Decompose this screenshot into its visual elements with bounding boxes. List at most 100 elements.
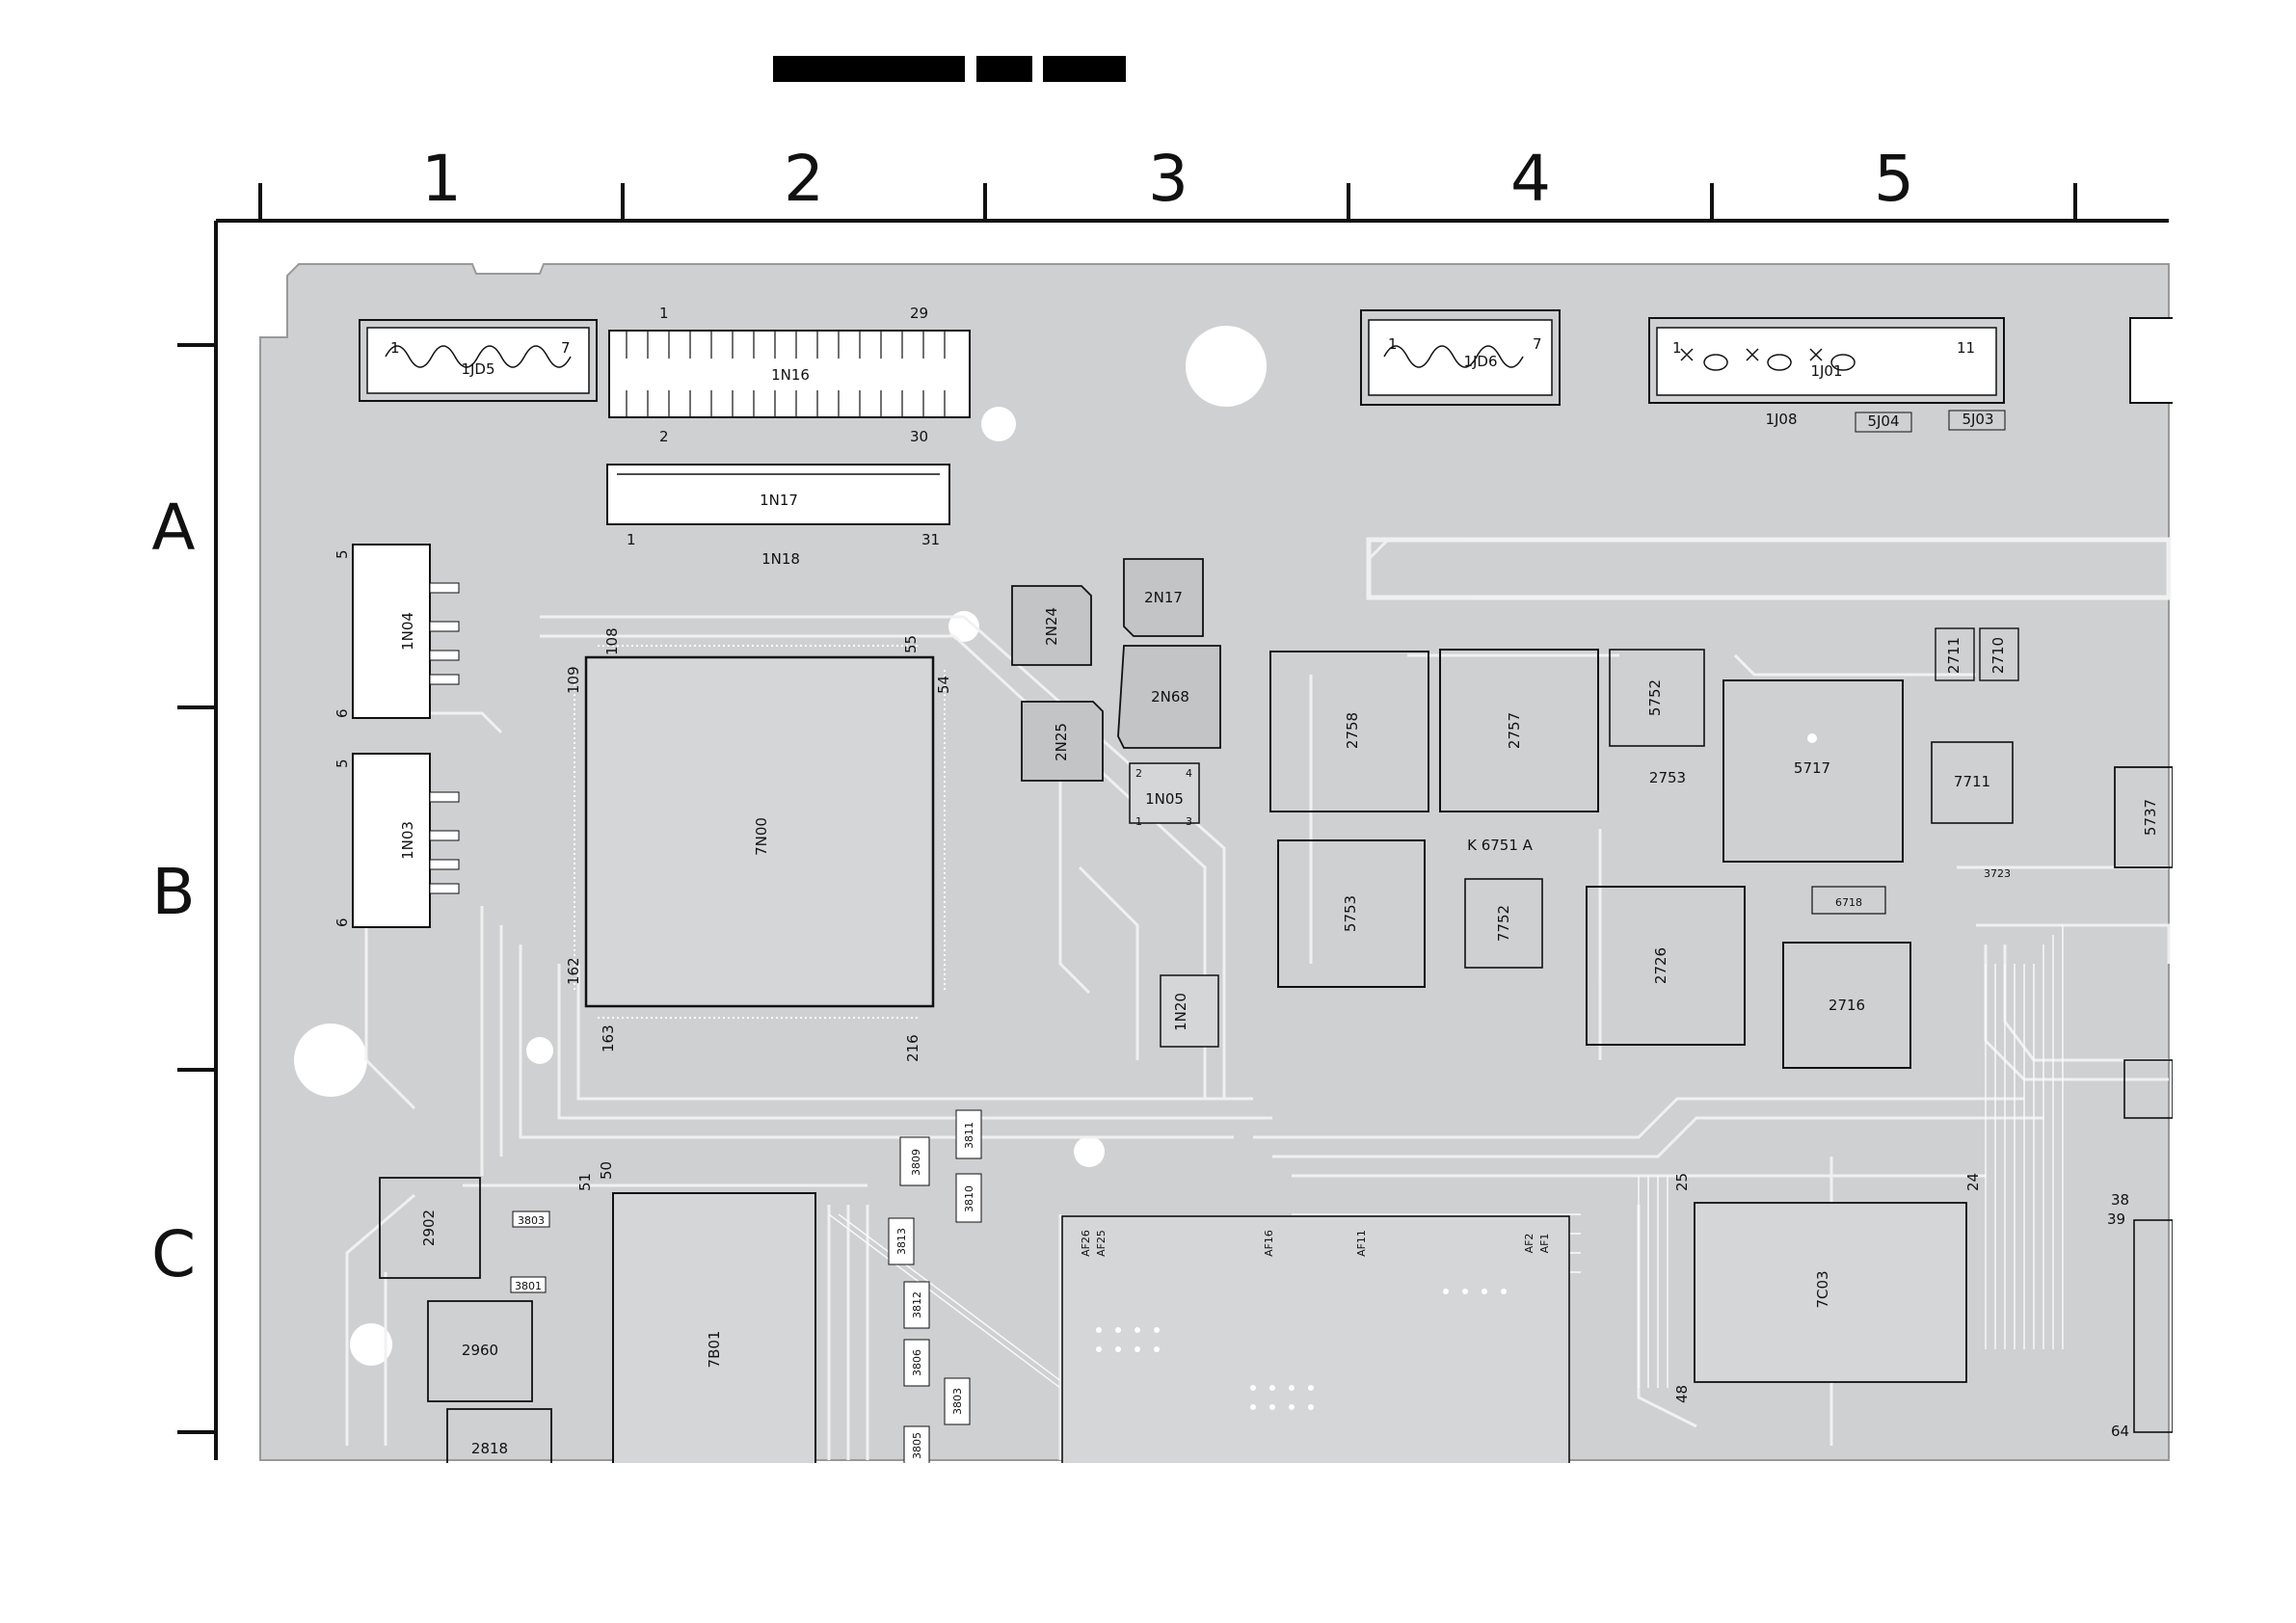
pin-7n00-216: 216 (904, 1034, 921, 1062)
label-3809: 3809 (910, 1149, 922, 1176)
coil-5752: 5752 2753 (1609, 649, 1705, 786)
connector-1j01: 1J01 1 11 1J08 5J04 5J03 (1648, 317, 2006, 433)
label-k6751a-text: K 6751 A (1467, 837, 1534, 854)
pin-1n03-5: 5 (334, 758, 351, 768)
label-1n04: 1N04 (399, 612, 416, 651)
coil-5717: 5717 (1722, 679, 1904, 863)
pin-7c03-48: 48 (1673, 1385, 1691, 1403)
label-1n05: 1N05 (1145, 790, 1184, 808)
coil-5753: 5753 (1277, 839, 1426, 988)
label-1n20: 1N20 (1172, 993, 1189, 1031)
cap-2n24: 2N24 (1011, 585, 1092, 666)
ic-7752: 7752 (1464, 878, 1543, 969)
label-7711: 7711 (1954, 773, 1990, 790)
pin-1j01-1: 1 (1672, 339, 1682, 357)
title-bar-1 (773, 56, 965, 82)
label-1jd6: 1JD6 (1463, 353, 1497, 370)
pin-1n16-2: 2 (659, 428, 669, 445)
res-3801: 3801 (510, 1276, 547, 1293)
pin-38: 38 (2111, 1191, 2129, 1209)
ic-1n20: 1N20 (1160, 974, 1219, 1048)
label-3723: 3723 (1984, 867, 2011, 880)
pin-7b01-50: 50 (598, 1161, 615, 1180)
label-1n18: 1N18 (761, 550, 800, 568)
pin-7n00-162: 162 (565, 957, 582, 985)
grid-col-1: 1 (421, 142, 462, 216)
label-1n17: 1N17 (760, 492, 798, 509)
label-5753: 5753 (1342, 895, 1359, 932)
cap-2n17: 2N17 (1123, 558, 1204, 637)
pin-1n17-1: 1 (627, 531, 636, 548)
res-3723: 3723 (1984, 867, 2011, 880)
label-1n03: 1N03 (399, 821, 416, 860)
pin-1n03-6: 6 (334, 918, 351, 927)
cap-2758: 2758 (1269, 651, 1429, 812)
label-2960: 2960 (462, 1342, 498, 1359)
res-3803: 3803 (512, 1211, 550, 1228)
label-2726: 2726 (1652, 947, 1669, 984)
connector-1n04: 1N04 5 6 (334, 544, 460, 719)
pin-7n00-163: 163 (600, 1024, 617, 1052)
pin-7n00-54: 54 (935, 676, 952, 694)
caps-2711-2710: 2711 2710 (1935, 627, 2019, 681)
ic-bga: AF26 AF25 AF16 AF11 AF2 AF1 (1061, 1215, 1570, 1466)
label-3810: 3810 (963, 1185, 975, 1212)
pin-7n00-55: 55 (902, 635, 920, 653)
label-5752: 5752 (1646, 679, 1664, 716)
pin-64: 64 (2111, 1423, 2129, 1440)
cap-2726: 2726 (1586, 886, 1746, 1046)
label-af2: AF2 (1523, 1234, 1535, 1254)
label-5j03: 5J03 (1962, 411, 1993, 428)
label-2n25: 2N25 (1053, 723, 1070, 761)
board (259, 263, 2170, 1461)
cap-2757: 2757 (1439, 649, 1599, 812)
label-2n17: 2N17 (1144, 589, 1183, 606)
ic-7b01: 7B01 51 50 (576, 1161, 816, 1466)
pin-1n16-30: 30 (910, 428, 928, 445)
label-3803: 3803 (518, 1214, 545, 1227)
label-k6751a: K 6751 A (1467, 837, 1534, 854)
label-af11: AF11 (1355, 1230, 1368, 1257)
connector-right-edge (2129, 317, 2179, 404)
pin-1n05-1: 1 (1135, 815, 1142, 828)
title-bar-3 (1043, 56, 1126, 82)
pin-1n16-29: 29 (910, 305, 928, 322)
pin-39: 39 (2107, 1211, 2125, 1228)
label-7c03: 7C03 (1814, 1270, 1831, 1308)
connector-1n03: 1N03 5 6 (334, 753, 460, 928)
label-af25: AF25 (1095, 1230, 1108, 1257)
cap-2902: 2902 (379, 1177, 481, 1279)
grid-col-3: 3 (1148, 142, 1188, 216)
pin-7c03-24: 24 (1964, 1173, 1982, 1191)
pin-1j01-11: 11 (1957, 339, 1975, 357)
label-7752: 7752 (1495, 905, 1512, 942)
label-af1: AF1 (1538, 1234, 1551, 1254)
label-7b01: 7B01 (706, 1331, 723, 1369)
pin-1n05-2: 2 (1135, 767, 1142, 780)
label-2753: 2753 (1649, 769, 1686, 786)
connector-1jd5: 1JD5 1 7 (359, 319, 598, 402)
pin-7n00-108: 108 (603, 627, 621, 655)
label-5j04: 5J04 (1867, 412, 1899, 430)
grid-col-5: 5 (1874, 142, 1914, 216)
label-3803b: 3803 (951, 1388, 964, 1415)
res-array: 3809 3811 3810 3813 3812 3806 3803 3805 (888, 1109, 982, 1466)
label-7n00: 7N00 (753, 817, 770, 856)
pin-1n05-4: 4 (1186, 767, 1192, 780)
connector-1jd6: 1JD6 1 7 (1360, 309, 1561, 406)
label-af16: AF16 (1263, 1230, 1275, 1257)
label-2902: 2902 (420, 1210, 438, 1246)
pin-7b01-51: 51 (576, 1173, 594, 1191)
ic-1n05: 1N05 2 4 1 3 (1129, 762, 1200, 828)
cap-2716: 2716 (1782, 942, 1911, 1069)
label-1j08: 1J08 (1765, 411, 1797, 428)
label-af26: AF26 (1080, 1230, 1092, 1257)
label-3813: 3813 (895, 1228, 908, 1255)
pin-1n04-5: 5 (334, 549, 351, 559)
cap-2n25: 2N25 (1021, 701, 1104, 782)
label-3801: 3801 (515, 1280, 542, 1292)
diode-6718: 6718 (1811, 886, 1886, 915)
label-6718: 6718 (1835, 896, 1862, 909)
pin-1n16-1: 1 (659, 305, 669, 322)
cap-2960: 2960 (427, 1300, 533, 1402)
